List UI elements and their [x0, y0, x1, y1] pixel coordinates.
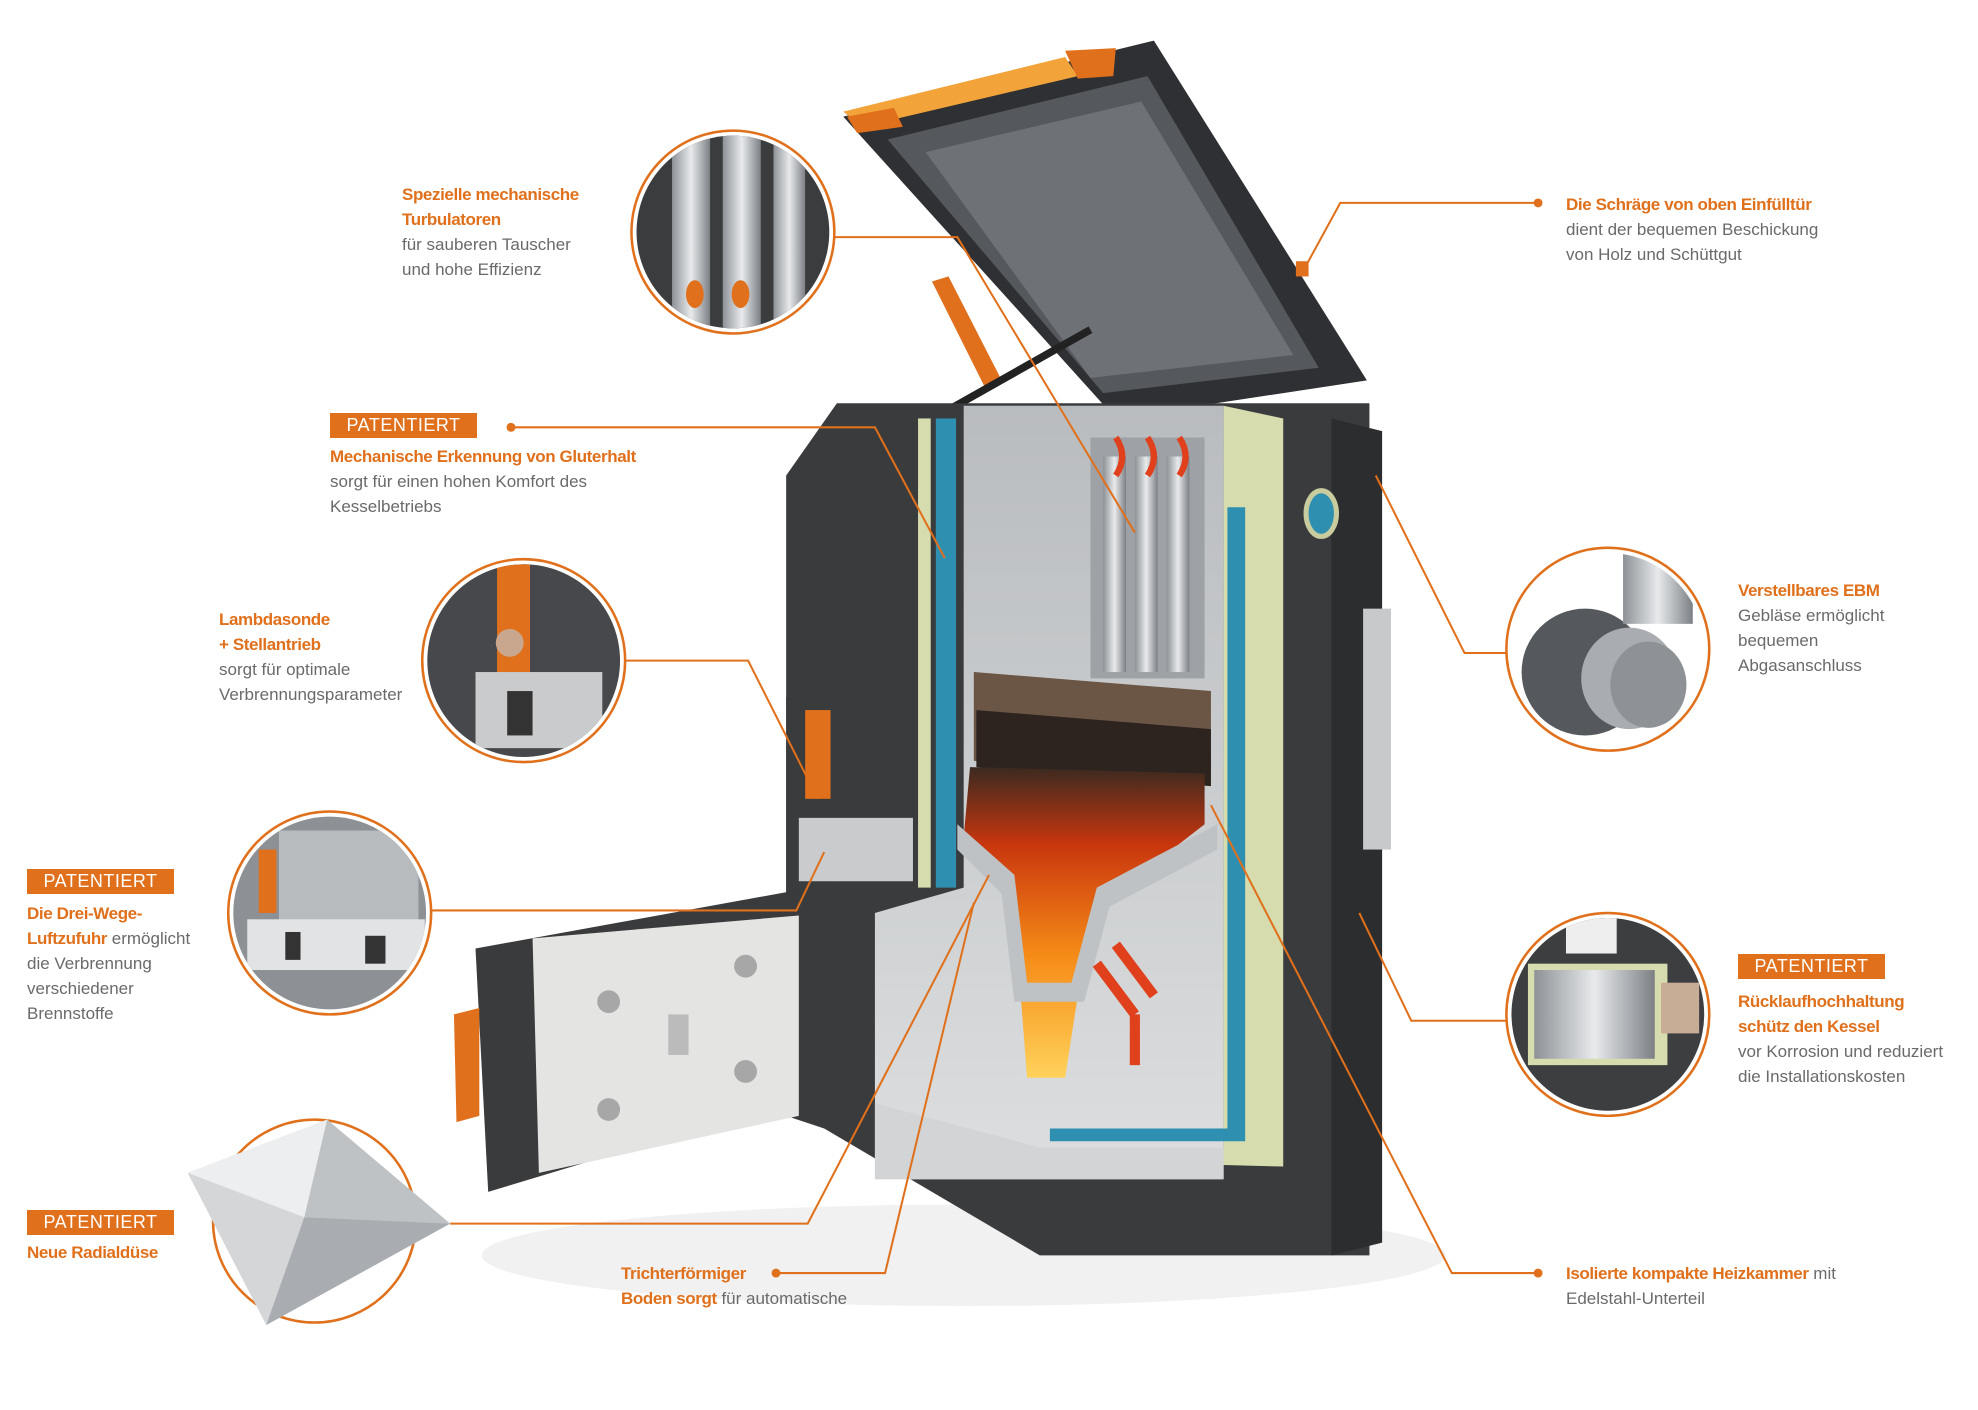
callout-text: bequemen: [1738, 631, 1819, 650]
callout-title: Neue Radialdüse: [27, 1243, 158, 1262]
callout-text: verschiedener: [27, 979, 134, 998]
callout-turbulators: Spezielle mechanische Turbulatoren für s…: [402, 182, 579, 282]
callout-title: + Stellantrieb: [219, 635, 321, 654]
callout-lambda-sensor: Lambdasonde + Stellantrieb sorgt für opt…: [219, 607, 402, 707]
callout-title: Boden sorgt: [621, 1289, 717, 1308]
detail-circle-return-valve: [1505, 911, 1711, 1118]
callout-text: sorgt für einen hohen Komfort des: [330, 472, 588, 491]
callout-ebm-fan: Verstellbares EBM Gebläse ermöglicht beq…: [1738, 578, 1884, 678]
ash-door-open: [453, 694, 913, 1192]
callout-ember-detection: Mechanische Erkennung von Gluterhalt sor…: [330, 444, 636, 519]
callout-text: für sauberen Tauscher: [402, 235, 571, 254]
callout-title: Isolierte kompakte Heizkammer: [1566, 1264, 1809, 1283]
patent-badge: PATENTIERT: [27, 869, 174, 894]
callout-text: und hohe Effizienz: [402, 260, 542, 279]
callout-return-valve: Rücklaufhochhaltung schütz den Kessel vo…: [1738, 989, 1943, 1089]
leader-lines: [431, 201, 1539, 1275]
callout-sloped-door: Die Schräge von oben Einfülltür dient de…: [1566, 192, 1818, 267]
callout-title: schütz den Kessel: [1738, 1017, 1880, 1036]
callout-text: die Installationskosten: [1738, 1067, 1906, 1086]
callout-text: von Holz und Schüttgut: [1566, 245, 1742, 264]
callout-title: Verstellbares EBM: [1738, 581, 1880, 600]
callout-title: Luftzufuhr: [27, 929, 108, 948]
callout-title: Lambdasonde: [219, 610, 330, 629]
callout-text: Verbrennungsparameter: [219, 685, 403, 704]
callout-text: Gebläse ermöglicht: [1738, 606, 1885, 625]
callout-text: die Verbrennung: [27, 954, 152, 973]
connection-port: [1303, 488, 1340, 539]
callout-title: Turbulatoren: [402, 210, 501, 229]
callout-title: Spezielle mechanische: [402, 185, 579, 204]
side-bracket: [1363, 608, 1391, 850]
callout-text: dient der bequemen Beschickung: [1566, 220, 1819, 239]
detail-circle-air-supply: [226, 810, 433, 1016]
patent-badge: PATENTIERT: [330, 413, 477, 438]
callout-text: Kesselbetriebs: [330, 497, 442, 516]
detail-circle-radial-nozzle: [187, 1118, 451, 1326]
actuator: [805, 710, 831, 799]
callout-text: Brennstoffe: [27, 1004, 114, 1023]
callout-text: mit: [1808, 1264, 1836, 1283]
detail-circle-turbulators: [630, 129, 836, 335]
callout-text: ermöglicht: [107, 929, 191, 948]
callout-radial-nozzle: Neue Radialdüse: [27, 1240, 158, 1265]
detail-circle-lambda: [420, 557, 627, 764]
callout-text: Abgasanschluss: [1738, 656, 1862, 675]
patent-badge: PATENTIERT: [1738, 954, 1885, 979]
patent-badge: PATENTIERT: [27, 1210, 174, 1235]
callout-text: für automatische: [716, 1289, 848, 1308]
callout-funnel-bottom: Trichterförmiger Boden sorgt für automat…: [621, 1261, 847, 1311]
callout-title: Mechanische Erkennung von Gluterhalt: [330, 447, 636, 466]
boiler-body: [786, 403, 1391, 1256]
callout-three-way-air: Die Drei-Wege- Luftzufuhr ermöglicht die…: [27, 901, 190, 1026]
callout-text: sorgt für optimale: [219, 660, 351, 679]
filling-door-lid: [843, 40, 1367, 419]
leader-dots: [506, 198, 1543, 1278]
callout-text: Edelstahl-Unterteil: [1566, 1289, 1705, 1308]
callout-title: Die Schräge von oben Einfülltür: [1566, 195, 1812, 214]
callout-title: Trichterförmiger: [621, 1264, 746, 1283]
detail-circle-ebm-fan: [1505, 546, 1711, 752]
callout-title: Rücklaufhochhaltung: [1738, 992, 1905, 1011]
callout-text: vor Korrosion und reduziert: [1738, 1042, 1944, 1061]
callout-heating-chamber: Isolierte kompakte Heizkammer mit Edelst…: [1566, 1261, 1836, 1311]
callout-title: Die Drei-Wege-: [27, 904, 143, 923]
funnel-bottom: [957, 824, 1218, 1002]
